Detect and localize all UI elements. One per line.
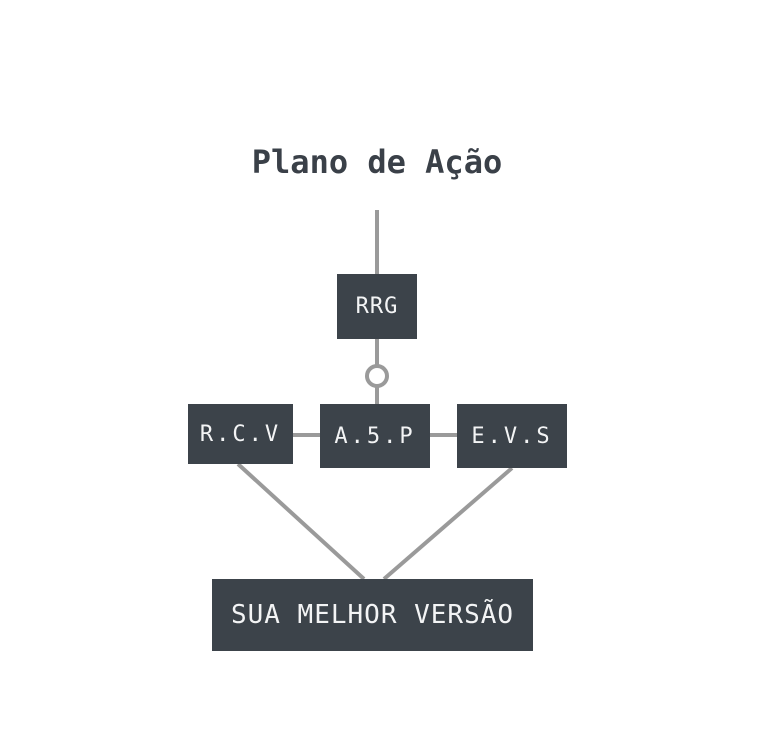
node-rcv: R.C.V	[188, 404, 293, 464]
junction-circle	[365, 364, 389, 388]
connector-rcv-to-bottom	[236, 462, 366, 581]
node-rrg: RRG	[337, 274, 417, 339]
node-evs: E.V.S	[457, 404, 567, 468]
node-a5p: A.5.P	[320, 404, 430, 468]
diagram-title: Plano de Ação	[251, 143, 503, 181]
node-bottom: SUA MELHOR VERSÃO	[212, 579, 533, 651]
connector-evs-to-bottom	[382, 466, 514, 581]
